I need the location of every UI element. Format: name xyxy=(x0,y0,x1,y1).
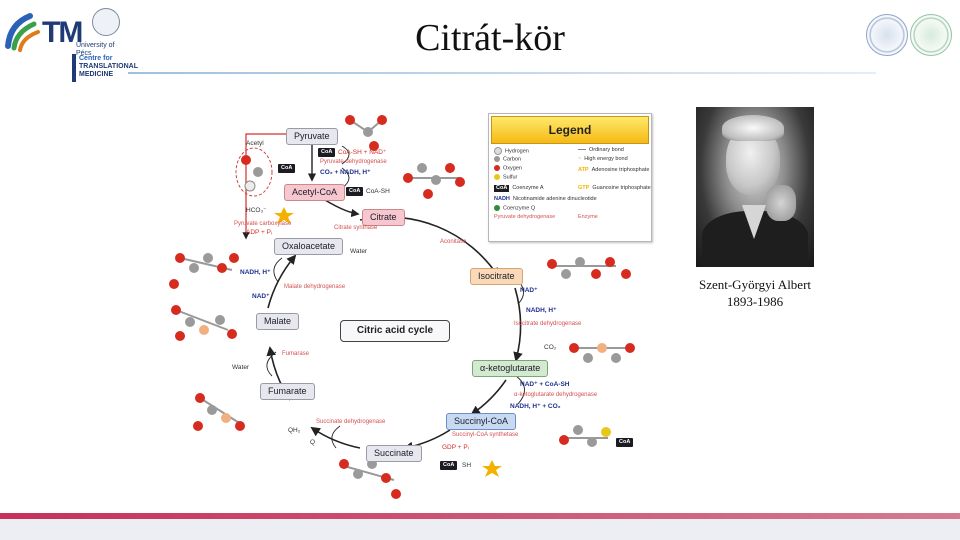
legend-item-ordinary-bond: Ordinary bond xyxy=(578,147,624,154)
label-hco3: HCO₃⁻ xyxy=(246,207,267,214)
legend-item-hydrogen: Hydrogen xyxy=(494,147,529,155)
legend-item-high-energy-bond: ~High energy bond xyxy=(578,156,628,162)
molecule-citrate xyxy=(403,163,465,199)
label-co2-1: CO₂ xyxy=(544,344,557,351)
portrait-caption: Szent-Györgyi Albert 1893-1986 xyxy=(672,276,838,310)
label-isocitrate-dehydrogenase: Isocitrate dehydrogenase xyxy=(514,321,582,327)
footer-strip xyxy=(0,519,960,540)
cycle-arc-5 xyxy=(310,426,361,449)
label-aconitase: Aconitase xyxy=(440,239,467,245)
university-seal-icon xyxy=(92,8,120,36)
logo-letters: TM xyxy=(42,16,83,49)
label-succinate-dehydrogenase: Succinate dehydrogenase xyxy=(316,419,386,425)
molecule-isocitrate xyxy=(547,257,631,279)
university-seal-2-icon xyxy=(910,14,952,56)
molecule-succinate xyxy=(339,459,401,499)
cycle-arc-2 xyxy=(513,287,523,362)
label-nadh-co2: NADH, H⁺ + CO₂ xyxy=(510,403,561,410)
label-pyruvate-carboxylase: Pyruvate carboxylase xyxy=(234,221,292,227)
label-coa-sh-nad: CoA-SH + NAD⁺ xyxy=(338,149,387,156)
label-co2-nadh: CO₂ + NADH, H⁺ xyxy=(320,169,371,176)
coa-tag-3: CoA xyxy=(346,187,364,196)
university-seal-1-icon xyxy=(866,14,908,56)
node-fumarate: Fumarate xyxy=(260,383,315,400)
label-succinyl-synthetase: Succinyl-CoA synthetase xyxy=(452,432,519,438)
legend-item-coenzyme-q: Coenzyme Q xyxy=(494,205,535,212)
node-alpha-ketoglutarate: α-ketoglutarate xyxy=(472,360,549,377)
label-adp-pi: ADP + Pᵢ xyxy=(246,229,273,236)
label-sh: SH xyxy=(462,462,472,469)
legend-box: Legend Hydrogen Carbon Oxygen Sulfur CoA… xyxy=(488,113,652,242)
molecule-alpha-ketoglutarate xyxy=(569,343,635,363)
header-divider xyxy=(128,72,876,74)
coa-tag-4: CoA xyxy=(616,438,634,447)
node-malate: Malate xyxy=(256,313,300,330)
coa-tag-5: CoA xyxy=(440,461,458,470)
legend-item-enzyme: Enzyme xyxy=(578,214,598,220)
legend-item-oxygen: Oxygen xyxy=(494,165,522,172)
label-q: Q xyxy=(310,439,316,446)
label-nadh-1: NADH, H⁺ xyxy=(240,269,271,276)
label-pyruvate-dehydrogenase: Pyruvate dehydrogenase xyxy=(320,159,387,165)
label-citrate-synthase: Citrate synthase xyxy=(334,225,378,231)
legend-item-pyruvate-dehydrogenase: Pyruvate dehydrogenase xyxy=(494,214,556,220)
logo-centre-line-2: TRANSLATIONAL xyxy=(79,63,138,70)
label-water-1: Water xyxy=(350,248,368,255)
coa-tag-1: CoA xyxy=(318,148,336,157)
logo-university: University of Pécs xyxy=(76,42,115,57)
molecule-succinyl-coa xyxy=(559,425,611,447)
portrait-caption-years: 1893-1986 xyxy=(726,294,784,309)
molecule-pyruvate xyxy=(345,115,387,151)
molecule-oxaloacetate xyxy=(169,253,239,289)
portrait-caption-name: Szent-Györgyi Albert xyxy=(698,277,812,292)
tm-logo-swoosh-icon xyxy=(5,13,40,52)
gtp-star-icon xyxy=(482,460,502,477)
label-water-2: Water xyxy=(232,364,250,371)
node-citrate: Citrate xyxy=(362,209,405,226)
logo-centre-line-1: Centre for xyxy=(79,55,113,62)
node-oxaloacetate: Oxaloacetate xyxy=(274,238,344,255)
node-pyruvate: Pyruvate xyxy=(286,128,338,145)
label-coa-sh: CoA-SH xyxy=(366,188,390,195)
molecule-fumarate xyxy=(193,393,245,431)
label-nad-1: NAD⁺ xyxy=(252,293,270,300)
label-nad-coa: NAD⁺ + CoA-SH xyxy=(520,381,570,388)
node-acetyl-coa: Acetyl-CoA xyxy=(284,184,346,201)
atp-star-icon xyxy=(274,207,294,224)
legend-title: Legend xyxy=(491,116,649,144)
label-qh2: QH₂ xyxy=(288,427,301,434)
molecule-acetyl xyxy=(235,147,273,197)
footer-accent-bar xyxy=(0,513,960,519)
coa-tag-2: CoA xyxy=(278,164,296,173)
label-akg-dehydrogenase: α-ketoglutarate dehydrogenase xyxy=(514,392,598,398)
logo-centre-block: Centre for TRANSLATIONAL MEDICINE xyxy=(72,54,138,82)
portrait-hair xyxy=(722,115,784,141)
label-gdp-pi: GDP + Pᵢ xyxy=(442,444,469,451)
legend-item-sulfur: Sulfur xyxy=(494,174,517,181)
label-fumarase: Fumarase xyxy=(282,351,310,357)
cycle-arc-7 xyxy=(267,254,297,309)
molecule-malate xyxy=(171,305,237,341)
cycle-arc-3 xyxy=(470,379,507,416)
portrait-photo xyxy=(696,107,814,267)
label-acetyl: Acetyl xyxy=(246,140,264,147)
cycle-center-label: Citric acid cycle xyxy=(340,320,450,342)
node-isocitrate: Isocitrate xyxy=(470,268,523,285)
logo-centre-line-3: MEDICINE xyxy=(79,71,114,78)
tm-logo: TM University of Pécs Centre for TRANSLA… xyxy=(4,6,138,82)
label-nad-2: NAD⁺ xyxy=(520,287,538,294)
label-malate-dehydrogenase: Malate dehydrogenase xyxy=(284,284,346,290)
node-succinyl-coa: Succinyl-CoA xyxy=(446,413,517,430)
citric-acid-cycle-diagram: Citric acid cycle Pyruvate Acetyl-CoA Ci… xyxy=(160,108,655,508)
slide-title: Citrát-kör xyxy=(415,17,565,59)
label-nadh-2: NADH, H⁺ xyxy=(526,307,557,314)
node-succinate: Succinate xyxy=(366,445,422,462)
portrait-hand xyxy=(766,185,796,221)
legend-item-carbon: Carbon xyxy=(494,156,521,163)
